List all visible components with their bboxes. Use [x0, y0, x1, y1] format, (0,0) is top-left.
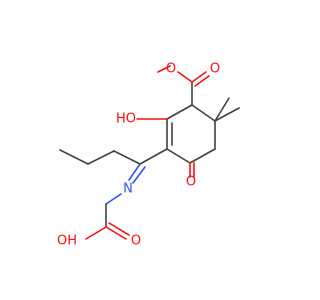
structure-canvas: O O HO O N O OH	[56, 61, 240, 249]
acid-carbonyl-o-label: O	[131, 234, 141, 249]
enol-oh-label: HO	[116, 112, 136, 127]
molecule-structure: O O HO O N O OH	[57, 62, 240, 249]
imine-carbon-bond	[139, 148, 168, 165]
ester-ether-o-label: O	[166, 62, 176, 77]
imine-double-bond-b	[132, 166, 146, 184]
acid-oh-label: OH	[57, 234, 77, 249]
ring-ketone-o-label: O	[186, 175, 196, 190]
n-ch2-bond	[105, 193, 122, 205]
ester-carbonyl-double	[194, 75, 210, 87]
ester-carbonyl-bond	[191, 71, 207, 83]
imine-double-bond-a	[128, 163, 141, 181]
propyl-bond-2	[87, 150, 115, 165]
imine-n-label: N	[123, 182, 133, 197]
ring-bond-c4-c5	[189, 148, 216, 164]
carboxyl-double-bond-b	[108, 222, 130, 236]
ring-bond-c2-c3	[191, 104, 216, 122]
carboxyl-oh-bond	[85, 226, 107, 240]
ring-bond-c5-c6	[166, 148, 191, 164]
methyl-bond-top	[214, 97, 230, 122]
carboxyl-double-bond-a	[105, 226, 127, 240]
methyl-bond-right	[214, 107, 240, 122]
ester-carbonyl-o-label: O	[210, 62, 220, 77]
propyl-bond-1	[113, 150, 141, 165]
ring-bond-c1-c2	[166, 104, 193, 120]
propyl-bond-3	[59, 149, 89, 165]
ester-o-bond	[177, 71, 193, 83]
ester-methyl-bond	[157, 65, 171, 73]
